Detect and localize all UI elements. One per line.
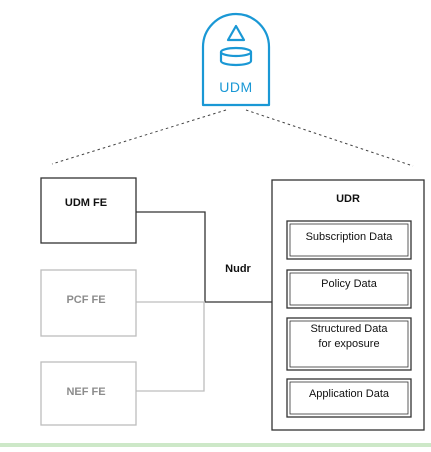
udm-node: UDM: [201, 12, 271, 107]
udr-store-policy-data: Policy Data: [286, 269, 412, 309]
udm-fe-label: UDM FE: [65, 197, 107, 209]
udr-store-label: Subscription Data: [306, 231, 394, 243]
udr-store-structured-data: Structured Data for exposure: [286, 317, 412, 371]
udr-store-label-line-2: for exposure: [318, 338, 379, 350]
udr-store-label: Application Data: [309, 388, 390, 400]
pcf-fe-node: PCF FE: [40, 269, 137, 337]
udm-container-outline: [201, 12, 271, 107]
footer-band: [0, 443, 431, 447]
udr-store-application-data: Application Data: [286, 378, 412, 418]
pcf-fe-label: PCF FE: [66, 294, 105, 306]
udr-store-subscription-data: Subscription Data: [286, 220, 412, 260]
nef-fe-node: NEF FE: [40, 361, 137, 426]
udr-node: UDR Subscription Data Policy Data Struct…: [271, 179, 425, 431]
nef-fe-label: NEF FE: [66, 386, 105, 398]
udm-fe-node: UDM FE: [40, 177, 137, 244]
udm-database-icon: [219, 24, 253, 67]
nudr-connectors: [136, 211, 272, 392]
udr-store-label: Policy Data: [321, 278, 378, 290]
udr-title: UDR: [336, 193, 360, 205]
udr-store-label-line-1: Structured Data: [310, 323, 388, 335]
projection-lines: [51, 109, 414, 167]
nudr-interface-label: Nudr: [225, 263, 251, 275]
udm-label: UDM: [219, 79, 252, 95]
